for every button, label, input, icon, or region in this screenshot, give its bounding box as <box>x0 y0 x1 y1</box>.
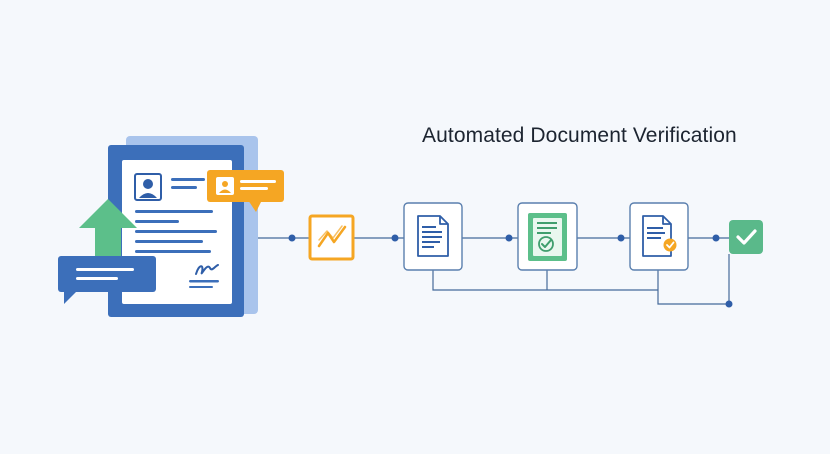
approved-document-icon <box>528 213 567 261</box>
chat-bubble-icon <box>58 256 156 304</box>
step-analyze <box>308 214 355 261</box>
connector-dots <box>288 234 733 308</box>
document-icon <box>417 215 449 257</box>
step-reviewed <box>629 202 689 271</box>
portrait-icon <box>134 173 162 201</box>
connector-dot <box>505 234 513 242</box>
connector-dot <box>288 234 296 242</box>
profile-card-icon <box>207 170 284 212</box>
text-line <box>135 230 217 233</box>
step-done <box>729 220 763 254</box>
text-line <box>135 210 213 213</box>
connectors <box>258 237 730 305</box>
signature-icon <box>189 264 219 288</box>
text-line <box>135 220 179 223</box>
feedback-branch <box>657 270 729 305</box>
text-line <box>135 240 203 243</box>
connector-dot <box>712 234 720 242</box>
text-line <box>135 250 211 253</box>
checkmark-icon <box>736 229 757 245</box>
step-document <box>403 202 463 271</box>
upload-arrow-icon <box>79 199 137 262</box>
connector-dot <box>725 300 733 308</box>
reviewed-document-icon <box>642 215 677 257</box>
diagram-title: Automated Document Verification <box>422 124 737 147</box>
step-approved <box>517 202 578 271</box>
chart-line-icon <box>317 225 347 248</box>
connector-dot <box>617 234 625 242</box>
feedback-bus <box>432 270 658 291</box>
connector-dot <box>391 234 399 242</box>
